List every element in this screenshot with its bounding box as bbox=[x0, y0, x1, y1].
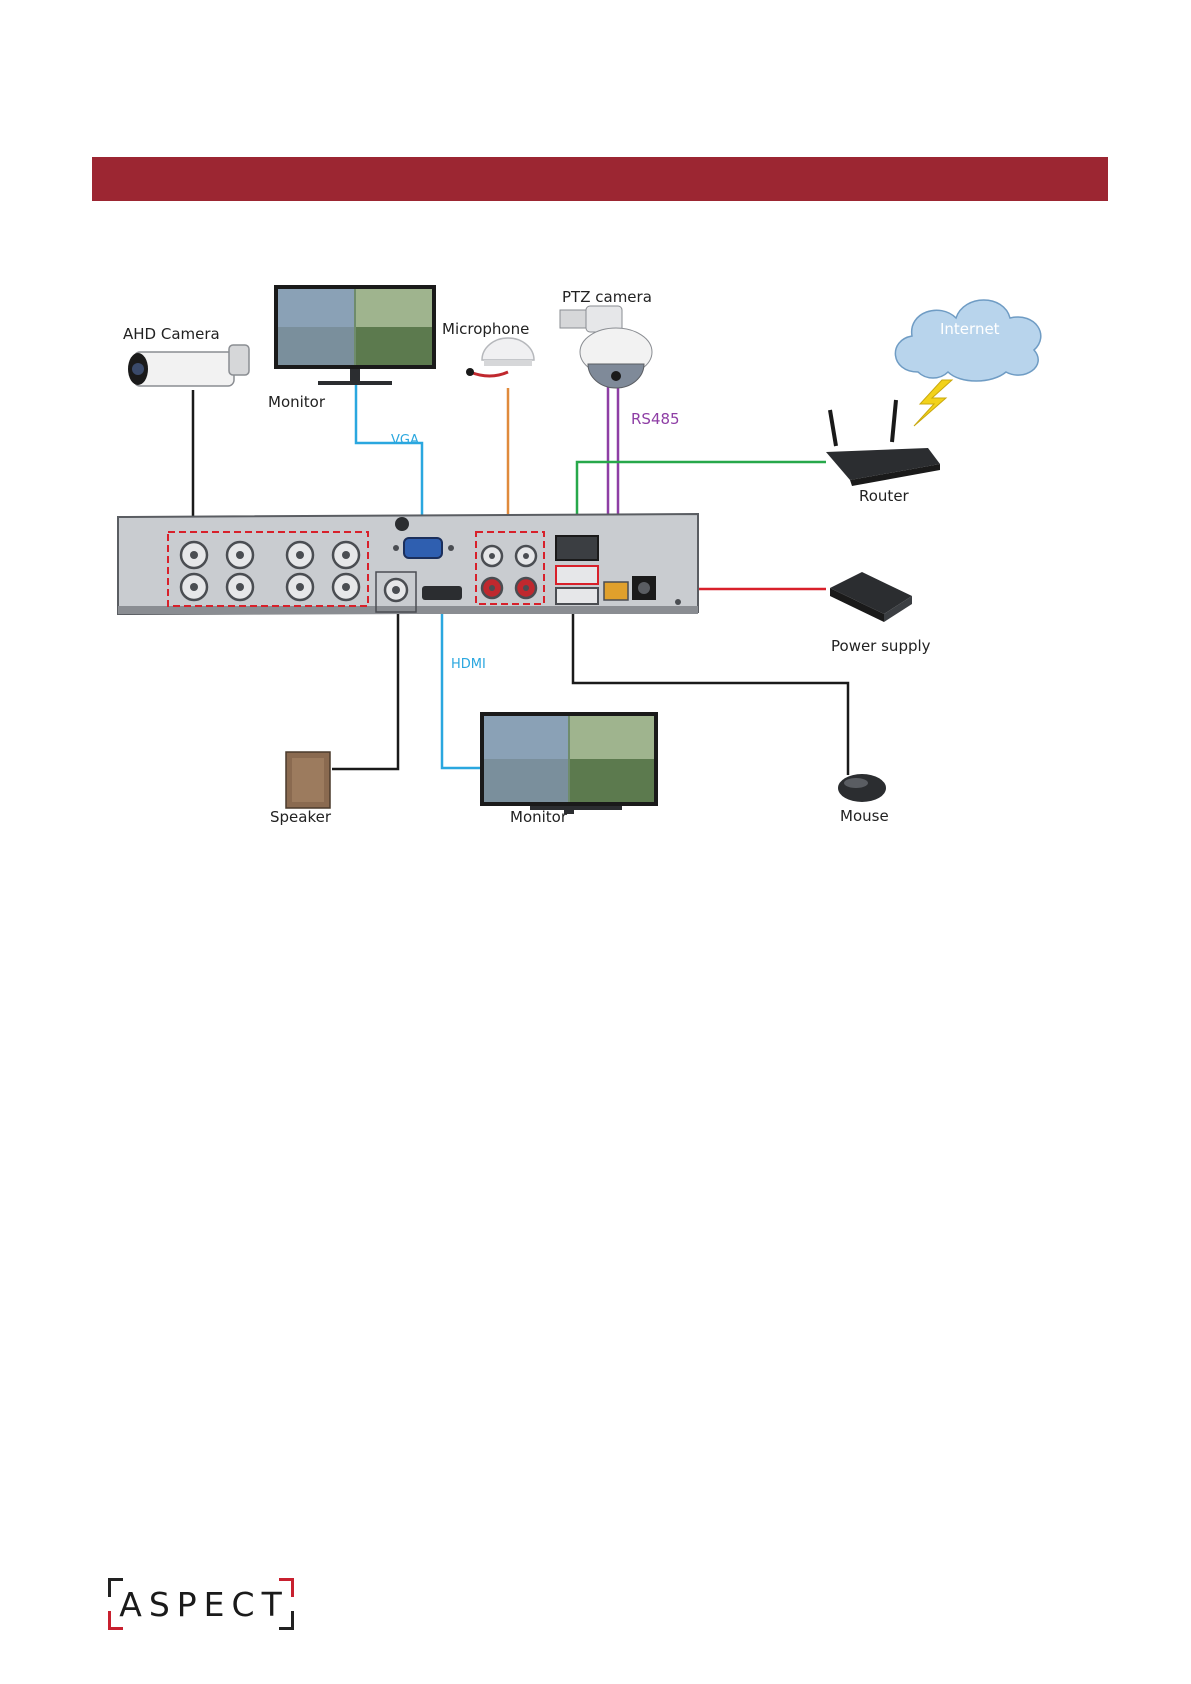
dvr-screw bbox=[395, 517, 409, 531]
power-supply-icon bbox=[830, 572, 912, 622]
vga-port bbox=[404, 538, 442, 558]
microphone-icon bbox=[466, 338, 534, 376]
dvr-unit bbox=[118, 514, 698, 614]
speaker-cable bbox=[332, 597, 398, 769]
label-monitor-top: Monitor bbox=[268, 393, 326, 411]
usb-port-2 bbox=[556, 588, 598, 604]
label-hdmi: HDMI bbox=[451, 657, 486, 672]
monitor-top-icon bbox=[274, 285, 436, 385]
rs485-terminal bbox=[604, 582, 628, 600]
monitor-bottom-icon bbox=[480, 712, 658, 814]
label-microphone: Microphone bbox=[442, 320, 529, 338]
router-icon bbox=[826, 400, 940, 486]
lightning-icon bbox=[914, 380, 952, 426]
cloud-icon bbox=[895, 300, 1040, 381]
hdmi-port bbox=[422, 586, 462, 600]
label-ahd-camera: AHD Camera bbox=[123, 325, 220, 343]
label-speaker: Speaker bbox=[270, 808, 332, 826]
ptz-camera-icon bbox=[560, 306, 652, 388]
label-ptz-camera: PTZ camera bbox=[562, 288, 652, 306]
speaker-icon bbox=[286, 752, 330, 808]
logo-text: ASPECT bbox=[108, 1578, 294, 1630]
lan-port bbox=[556, 536, 598, 560]
vga-cable bbox=[356, 380, 422, 525]
label-power-supply: Power supply bbox=[831, 637, 931, 655]
ahd-camera-icon bbox=[128, 345, 249, 386]
usb-port-1 bbox=[556, 566, 598, 584]
aspect-logo: ASPECT bbox=[108, 1578, 294, 1630]
label-router: Router bbox=[859, 487, 910, 505]
label-monitor-bottom: Monitor bbox=[510, 808, 568, 826]
hdmi-cable bbox=[442, 603, 480, 768]
mouse-icon bbox=[838, 774, 886, 802]
label-rs485: RS485 bbox=[631, 410, 680, 428]
label-mouse: Mouse bbox=[840, 807, 889, 825]
label-internet: Internet bbox=[940, 320, 1000, 338]
label-vga: VGA bbox=[391, 433, 419, 448]
